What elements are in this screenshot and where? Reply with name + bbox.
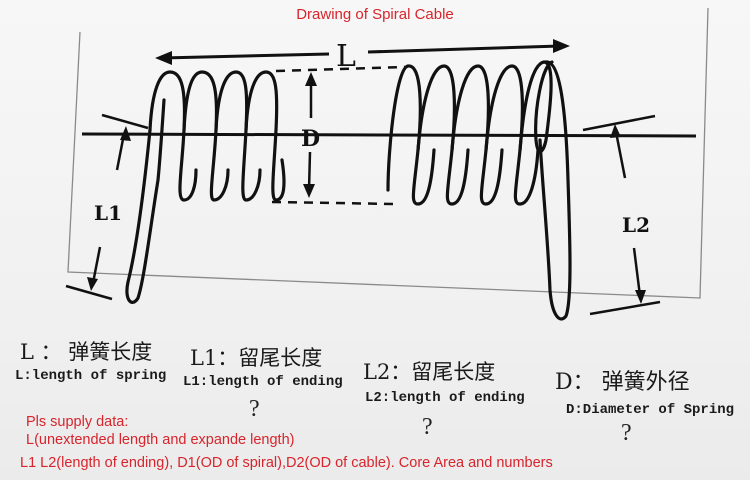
length-L2-dimension [582, 114, 661, 316]
label-D: D [301, 126, 320, 152]
legend-L1-en: L1:length of ending [183, 374, 343, 390]
value-L1-placeholder: ? [249, 396, 260, 422]
spiral-cable-drawing: L D L1 [65, 7, 709, 321]
legend-L-cn: L ： 弹簧长度 [20, 340, 153, 364]
length-L-arrow [155, 39, 570, 65]
note-line-1: Pls supply data: [26, 414, 129, 430]
note-line-2: L(unextended length and expande length) [26, 432, 295, 448]
label-L: L [336, 39, 356, 74]
legend-L2-en: L2:length of ending [365, 390, 525, 406]
legend-L2-cn: L2：留尾长度 [363, 360, 496, 384]
note-line-3: L1 L2(length of ending), D1(OD of spiral… [20, 455, 553, 471]
diameter-D-arrow [303, 72, 317, 198]
length-L1-dimension [65, 113, 149, 301]
drawing-title: Drawing of Spiral Cable [296, 6, 454, 23]
center-axis-line [81, 132, 697, 138]
diameter-guide-lines [271, 65, 406, 206]
legend-D-en: D:Diameter of Spring [566, 402, 735, 418]
legend-D-cn: D： 弹簧外径 [555, 370, 690, 395]
label-L2: L2 [622, 213, 650, 237]
value-D-placeholder: ? [621, 420, 632, 446]
right-spring-coils [386, 60, 572, 321]
label-L1: L1 [94, 201, 122, 225]
legend-L-en: L:length of spring [15, 368, 167, 384]
legend-L1-cn: L1：留尾长度 [190, 346, 323, 370]
frame-border [67, 7, 709, 299]
left-spring-coils [125, 70, 286, 304]
value-L2-placeholder: ? [422, 414, 433, 440]
